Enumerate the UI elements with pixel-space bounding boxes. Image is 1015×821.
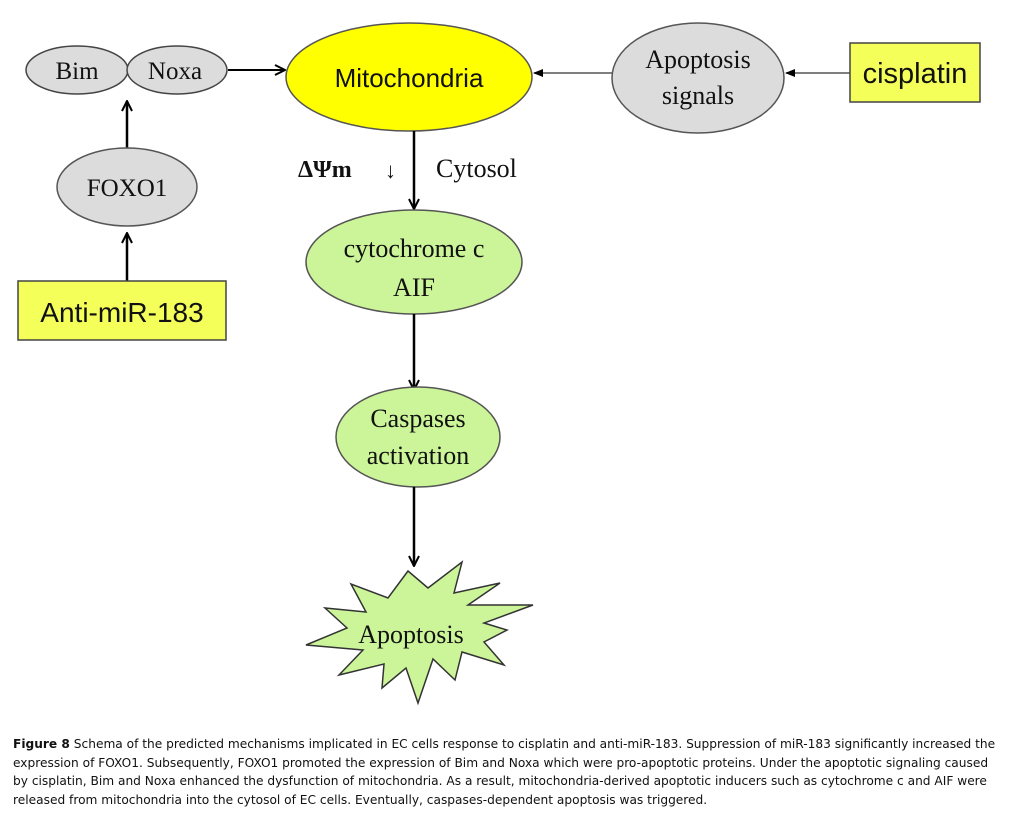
anti-mir-183-node: Anti-miR-183 bbox=[17, 280, 227, 341]
caspases-label-line2: activation bbox=[367, 441, 470, 470]
bim-label: Bim bbox=[55, 58, 99, 85]
foxo1-label: FOXO1 bbox=[87, 175, 168, 202]
figure-caption-text: Schema of the predicted mechanisms impli… bbox=[13, 737, 996, 807]
bim-node: Bim bbox=[25, 45, 129, 95]
noxa-node: Noxa bbox=[126, 45, 228, 95]
apoptosis-starburst-shape bbox=[305, 560, 534, 706]
cytochrome-aif-node: cytochrome c AIF bbox=[305, 209, 523, 315]
apoptosis-node: Apoptosis bbox=[305, 560, 534, 706]
caspases-label-line1: Caspases bbox=[370, 404, 465, 433]
foxo1-node: FOXO1 bbox=[56, 147, 198, 227]
figure-caption-label: Figure 8 bbox=[13, 737, 70, 751]
apoptosis-signals-node: Apoptosis signals bbox=[611, 22, 785, 134]
noxa-label: Noxa bbox=[148, 58, 202, 85]
caspases-activation-node: Caspases activation bbox=[335, 386, 501, 488]
apoptosis-signals-label-line2: signals bbox=[662, 81, 734, 110]
cisplatin-node: cisplatin bbox=[849, 42, 981, 103]
anti-mir-183-label: Anti-miR-183 bbox=[40, 297, 203, 328]
apoptosis-signals-label-line1: Apoptosis bbox=[645, 45, 750, 74]
cytosol-label: Cytosol bbox=[436, 154, 517, 183]
down-arrow-icon: ↓ bbox=[385, 158, 396, 183]
mechanism-diagram: Bim Noxa Mitochondria Apoptosis signals … bbox=[17, 22, 981, 706]
cytochrome-label-line2: AIF bbox=[393, 273, 435, 302]
mitochondria-label: Mitochondria bbox=[335, 63, 484, 93]
cytochrome-label-line1: cytochrome c bbox=[344, 234, 485, 263]
apoptosis-label: Apoptosis bbox=[358, 620, 463, 649]
mitochondria-node: Mitochondria bbox=[285, 22, 533, 132]
delta-psi-m-label: ΔΨm bbox=[298, 157, 352, 183]
cisplatin-label: cisplatin bbox=[863, 58, 968, 90]
figure-caption: Figure 8 Schema of the predicted mechani… bbox=[13, 735, 998, 809]
